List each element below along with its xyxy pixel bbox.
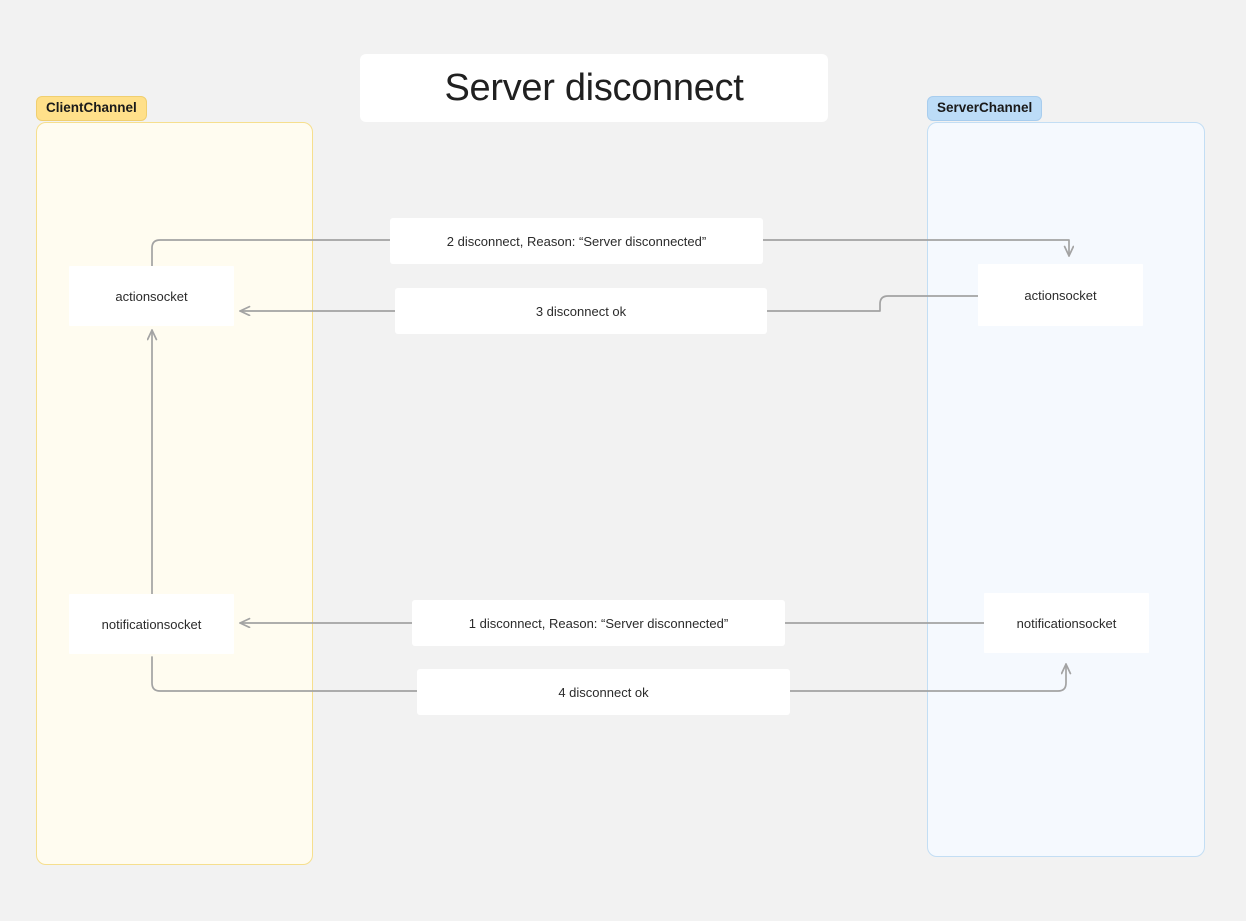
participant-container-client[interactable] [36,122,313,865]
node-client-actionsocket[interactable]: actionsocket [69,266,234,326]
message-arrow-3 [239,295,979,311]
participant-label-clientchannel[interactable]: ClientChannel [36,96,147,121]
participant-label-serverchannel[interactable]: ServerChannel [927,96,1043,121]
diagram-title: Server disconnect [360,54,828,122]
participant-container-server[interactable] [927,122,1205,857]
node-client-notificationsocket[interactable]: notificationsocket [69,594,234,654]
node-server-notificationsocket[interactable]: notificationsocket [984,593,1149,653]
node-server-actionsocket[interactable]: actionsocket [978,264,1143,326]
message-label-4[interactable]: 4 disconnect ok [417,669,790,715]
message-label-2[interactable]: 2 disconnect, Reason: “Server disconnect… [390,218,763,264]
message-label-1[interactable]: 1 disconnect, Reason: “Server disconnect… [412,600,785,646]
message-label-3[interactable]: 3 disconnect ok [395,288,767,334]
